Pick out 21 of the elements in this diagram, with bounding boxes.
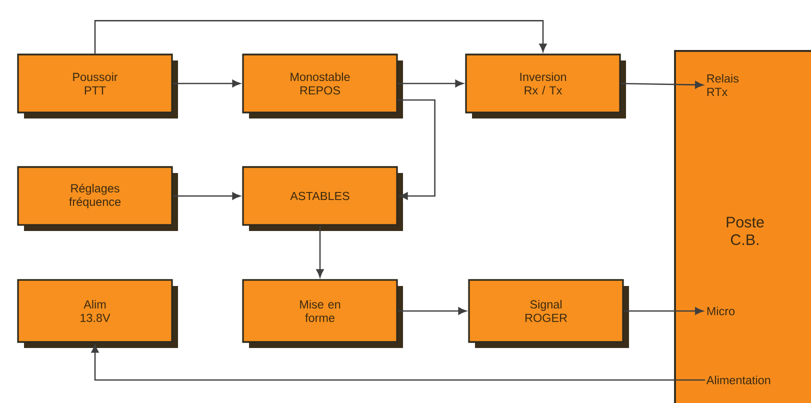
port-label: Alimentation	[706, 376, 770, 384]
arrow	[91, 344, 705, 381]
process-box: Alim 13.8V	[17, 279, 178, 348]
port-label: Relais RTx	[707, 74, 739, 96]
arrow	[620, 81, 704, 89]
port-label: Micro	[707, 306, 735, 316]
arrow	[94, 20, 547, 54]
arrow	[624, 307, 704, 315]
process-box: ASTABLES	[242, 166, 403, 231]
process-box: Poussoir PTT	[17, 54, 178, 118]
process-box: Signal ROGER	[468, 279, 629, 348]
arrow	[316, 226, 324, 278]
process-box: Inversion Rx / Tx	[465, 54, 626, 118]
arrow	[398, 307, 466, 315]
arrow	[398, 99, 436, 200]
process-box: Mise en forme	[242, 279, 403, 348]
arrow	[172, 80, 240, 88]
process-box: Réglages fréquence	[17, 166, 178, 231]
arrow	[398, 80, 464, 88]
process-box: Monostable REPOS	[242, 54, 403, 118]
arrow	[172, 192, 240, 200]
